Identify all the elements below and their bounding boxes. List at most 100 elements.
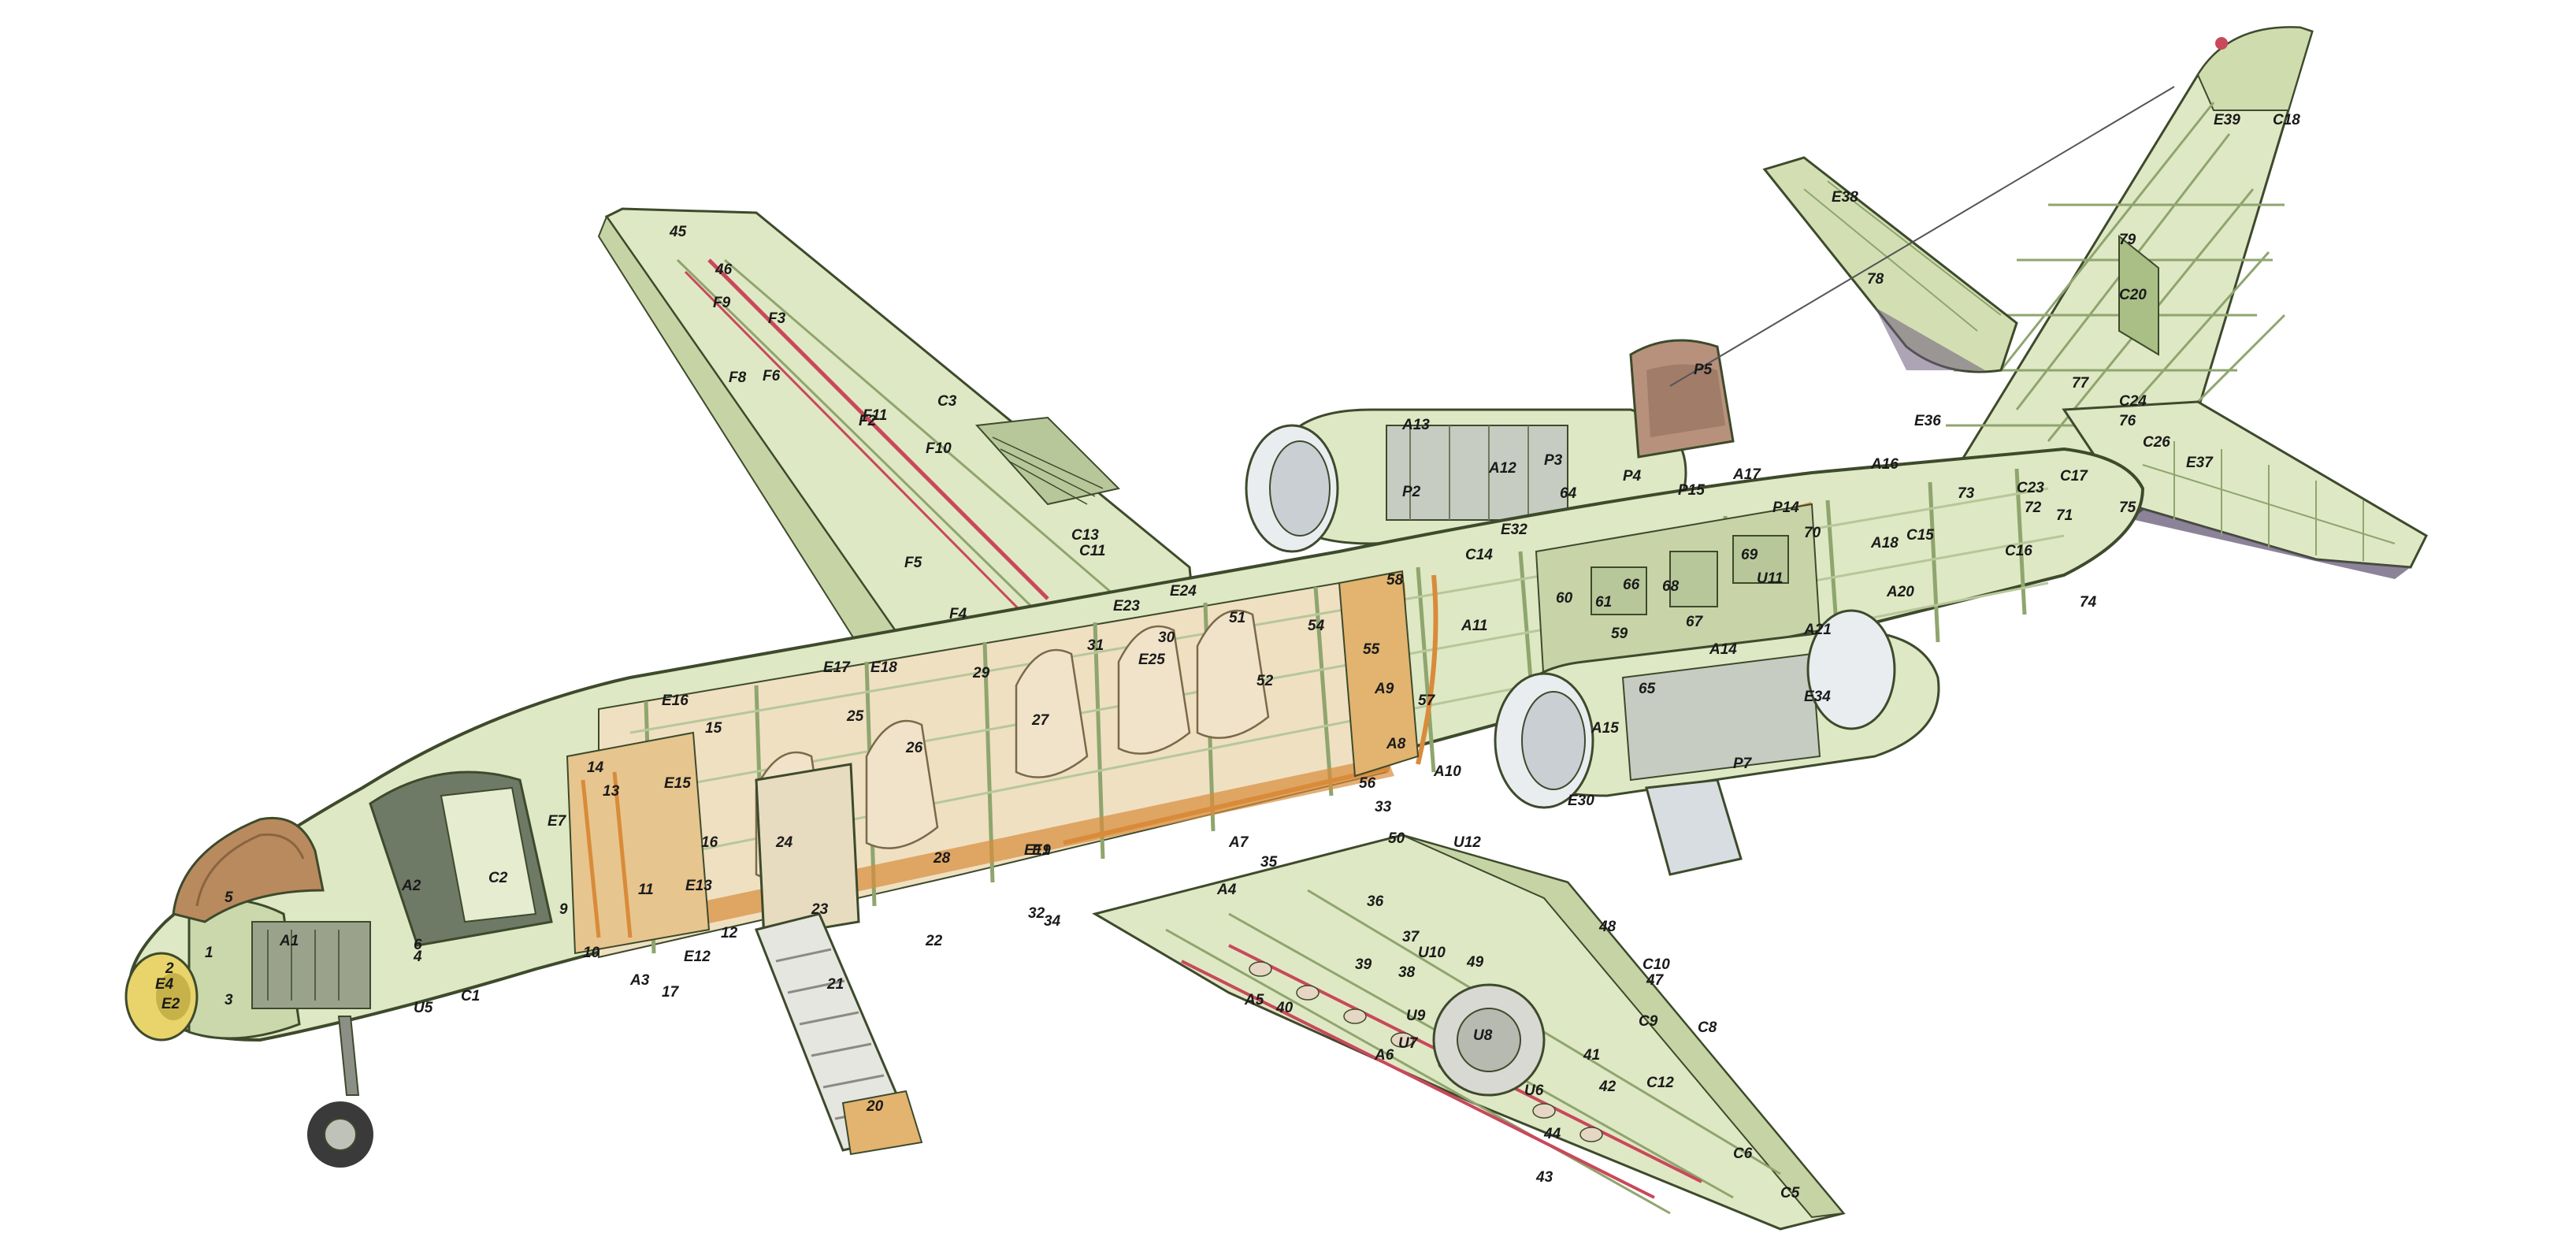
callout-c15: C15 xyxy=(1906,527,1934,544)
callout-76: 76 xyxy=(2119,413,2136,429)
callout-75: 75 xyxy=(2119,499,2136,516)
callout-c13: C13 xyxy=(1071,527,1099,544)
callout-9: 9 xyxy=(559,901,568,918)
callout-52: 52 xyxy=(1256,673,1274,689)
callout-a18: A18 xyxy=(1870,535,1899,551)
callout-a4: A4 xyxy=(1216,882,1237,898)
callout-2: 2 xyxy=(165,960,174,977)
callout-6: 6 xyxy=(414,937,422,953)
callout-57: 57 xyxy=(1418,693,1436,709)
callout-a7: A7 xyxy=(1228,834,1249,851)
callout-f9: F9 xyxy=(713,295,731,311)
callout-c20: C20 xyxy=(2119,287,2147,303)
callout-c3: C3 xyxy=(937,393,957,410)
callout-f3: F3 xyxy=(768,310,786,327)
callout-p4: P4 xyxy=(1623,468,1642,485)
callout-e37: E37 xyxy=(2186,455,2214,471)
callout-c5: C5 xyxy=(1780,1185,1800,1201)
callout-46: 46 xyxy=(715,262,733,278)
callout-c12: C12 xyxy=(1646,1075,1674,1091)
callout-u7: U7 xyxy=(1398,1035,1419,1052)
horizontal-stabilizer-near xyxy=(2062,400,2428,579)
callout-a14: A14 xyxy=(1709,641,1737,658)
callout-22: 22 xyxy=(925,933,943,949)
hf-antenna-wire xyxy=(1669,86,2175,387)
callout-e17: E17 xyxy=(823,659,851,676)
callout-38: 38 xyxy=(1398,964,1416,981)
callout-58: 58 xyxy=(1386,572,1404,589)
callout-56: 56 xyxy=(1359,775,1376,792)
callout-f8: F8 xyxy=(729,369,747,386)
callout-17: 17 xyxy=(662,984,680,1001)
callout-e30: E30 xyxy=(1568,793,1594,809)
callout-e12: E12 xyxy=(684,949,711,965)
callout-a3: A3 xyxy=(629,972,650,989)
callout-47: 47 xyxy=(1646,972,1665,989)
callout-c2: C2 xyxy=(488,870,508,886)
callout-55: 55 xyxy=(1363,641,1380,658)
callout-a16: A16 xyxy=(1870,456,1899,473)
callout-79: 79 xyxy=(2119,232,2136,248)
callout-e25: E25 xyxy=(1138,652,1165,668)
callout-54: 54 xyxy=(1308,618,1325,634)
callout-p7: P7 xyxy=(1733,756,1753,772)
callout-31: 31 xyxy=(1087,637,1104,654)
callout-37: 37 xyxy=(1402,929,1420,945)
callout-e2: E2 xyxy=(161,996,180,1012)
callout-67: 67 xyxy=(1686,614,1704,630)
callout-69: 69 xyxy=(1741,547,1758,563)
fuselage xyxy=(128,447,2145,1042)
callout-e32: E32 xyxy=(1501,522,1527,538)
callout-c23: C23 xyxy=(2017,480,2044,496)
callout-a10: A10 xyxy=(1433,763,1461,780)
callout-u9: U9 xyxy=(1406,1008,1426,1024)
callout-21: 21 xyxy=(826,976,844,993)
callout-13: 13 xyxy=(603,783,620,800)
callout-c17: C17 xyxy=(2060,468,2088,485)
callout-20: 20 xyxy=(866,1098,884,1115)
callout-a2: A2 xyxy=(401,878,421,894)
callout-60: 60 xyxy=(1556,590,1573,607)
callout-27: 27 xyxy=(1031,712,1050,729)
callout-c18: C18 xyxy=(2273,112,2300,128)
callout-e39: E39 xyxy=(2214,112,2240,128)
callout-28: 28 xyxy=(933,850,951,867)
callout-33: 33 xyxy=(1375,799,1392,815)
callout-c1: C1 xyxy=(461,988,480,1004)
callout-a12: A12 xyxy=(1488,460,1516,477)
callout-f10: F10 xyxy=(926,440,952,457)
callout-e38: E38 xyxy=(1832,189,1858,206)
callout-43: 43 xyxy=(1535,1169,1553,1186)
callout-c9: C9 xyxy=(1639,1013,1658,1030)
callout-10: 10 xyxy=(583,945,600,961)
callout-u5: U5 xyxy=(414,1000,433,1016)
callout-65: 65 xyxy=(1639,681,1656,697)
callout-35: 35 xyxy=(1260,854,1278,871)
callout-25: 25 xyxy=(846,708,864,725)
callout-16: 16 xyxy=(701,834,718,851)
callout-15: 15 xyxy=(705,720,722,737)
callout-61: 61 xyxy=(1595,594,1612,611)
callout-73: 73 xyxy=(1958,485,1975,502)
wing-near xyxy=(1092,834,1846,1231)
callout-e18: E18 xyxy=(870,659,897,676)
callout-c24: C24 xyxy=(2119,393,2147,410)
callout-p2: P2 xyxy=(1402,484,1421,500)
callout-72: 72 xyxy=(2025,499,2042,516)
callout-77: 77 xyxy=(2072,375,2090,392)
callout-59: 59 xyxy=(1611,626,1628,642)
callout-a8: A8 xyxy=(1386,736,1406,752)
callout-26: 26 xyxy=(905,740,923,756)
callout-a11: A11 xyxy=(1461,618,1487,634)
callout-f5: F5 xyxy=(904,555,922,571)
callout-a15: A15 xyxy=(1591,720,1619,737)
callout-a9: A9 xyxy=(1374,681,1394,697)
callout-70: 70 xyxy=(1804,525,1821,541)
callout-a1: A1 xyxy=(279,933,299,949)
callout-48: 48 xyxy=(1598,919,1616,935)
callout-a6: A6 xyxy=(1374,1047,1394,1064)
callout-4: 4 xyxy=(413,949,422,965)
callout-c16: C16 xyxy=(2005,543,2032,559)
callout-42: 42 xyxy=(1598,1079,1616,1095)
